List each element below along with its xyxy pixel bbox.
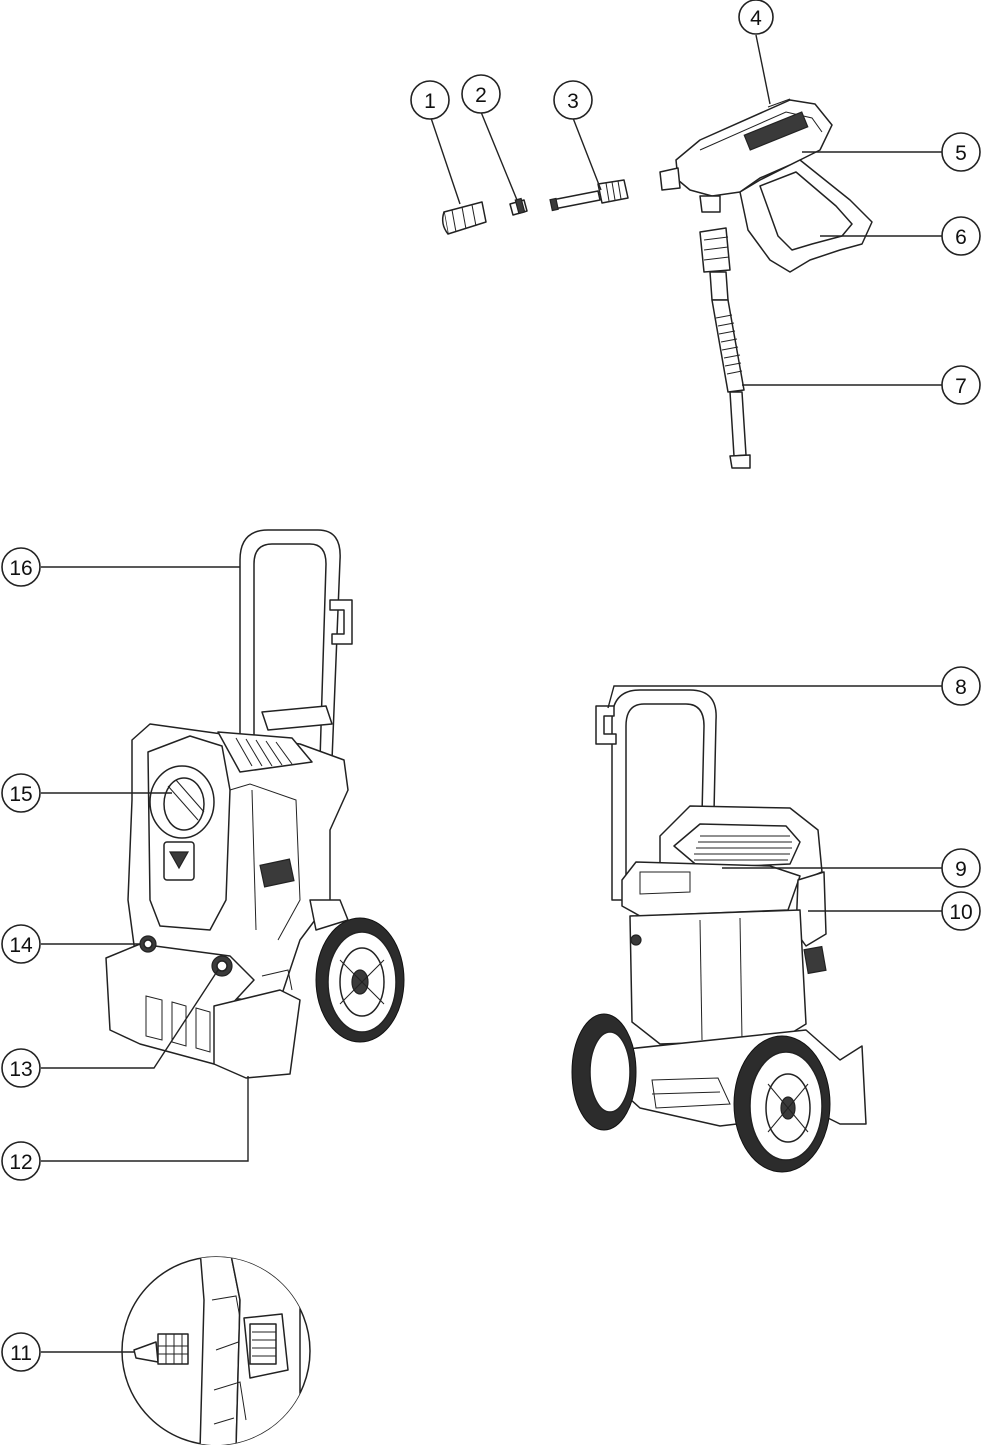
callout-label-6: 6 — [955, 226, 967, 249]
callout-label-4: 4 — [750, 7, 762, 30]
connector-adaptor-part — [549, 179, 629, 212]
callout-label-11: 11 — [10, 1342, 32, 1365]
callout-label-15: 15 — [9, 783, 32, 806]
callout-14: 14 — [1, 924, 41, 964]
callout-label-5: 5 — [955, 142, 967, 165]
callout-5: 5 — [941, 132, 981, 172]
pressure-washer-front-view — [105, 529, 405, 1079]
callout-2: 2 — [461, 74, 501, 114]
callout-label-13: 13 — [9, 1058, 32, 1081]
nozzle-cap-part — [441, 201, 487, 235]
callout-7: 7 — [941, 365, 981, 405]
callout-label-14: 14 — [9, 934, 33, 957]
callout-label-3: 3 — [567, 90, 579, 113]
callout-label-7: 7 — [955, 375, 967, 398]
leader-lines — [41, 34, 943, 1353]
callout-6: 6 — [941, 216, 981, 256]
callout-10: 10 — [941, 891, 981, 931]
pressure-washer-rear-view — [571, 689, 867, 1173]
nozzle-insert-part — [509, 197, 528, 216]
callout-label-8: 8 — [955, 676, 967, 699]
callout-13: 13 — [1, 1048, 41, 1088]
callout-4: 4 — [738, 0, 774, 35]
callout-12: 12 — [1, 1141, 41, 1181]
callout-label-1: 1 — [424, 90, 436, 113]
callout-label-9: 9 — [955, 858, 967, 881]
callout-11: 11 — [1, 1332, 41, 1372]
callout-1: 1 — [410, 80, 450, 120]
callout-8: 8 — [941, 666, 981, 706]
spray-gun-part — [659, 98, 873, 273]
callout-label-2: 2 — [475, 84, 487, 107]
callout-3: 3 — [553, 80, 593, 120]
spray-lance-part — [699, 227, 751, 469]
callout-9: 9 — [941, 848, 981, 888]
callout-15: 15 — [1, 773, 41, 813]
callout-label-12: 12 — [9, 1151, 32, 1174]
filter-detail-view — [121, 1256, 311, 1445]
callout-label-10: 10 — [949, 901, 972, 924]
callout-label-16: 16 — [9, 557, 32, 580]
callout-16: 16 — [1, 547, 41, 587]
